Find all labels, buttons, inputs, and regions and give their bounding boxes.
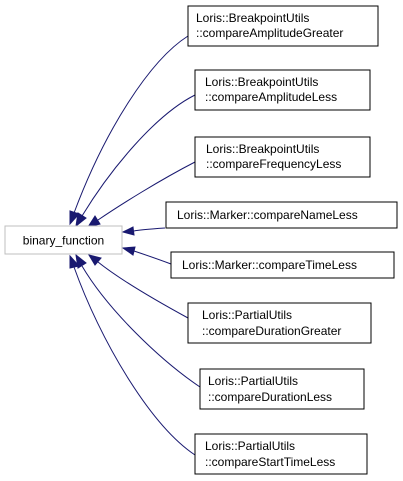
- node-label-line2: ::compareAmplitudeGreater: [196, 26, 343, 40]
- root-node[interactable]: binary_function: [4, 225, 123, 255]
- node-label-line2: ::compareStartTimeLess: [205, 455, 335, 469]
- node-compare-duration-greater[interactable]: Loris::PartialUtils ::compareDurationGre…: [187, 302, 372, 344]
- arrowhead-compare-start-time-less: [69, 254, 80, 269]
- arrowhead-compare-amplitude-less: [75, 212, 87, 228]
- node-label-line2: ::compareFrequencyLess: [206, 157, 341, 171]
- edge-compare-time-less: [133, 250, 172, 265]
- node-label: Loris::Marker::compareNameLess: [177, 208, 358, 222]
- edge-compare-frequency-less: [97, 161, 196, 221]
- node-compare-frequency-less[interactable]: Loris::BreakpointUtils ::compareFrequenc…: [194, 136, 371, 178]
- arrowhead-compare-frequency-less: [86, 215, 101, 228]
- node-compare-duration-less[interactable]: Loris::PartialUtils ::compareDurationLes…: [199, 368, 365, 410]
- node-label: Loris::Marker::compareTimeLess: [182, 258, 357, 272]
- node-compare-amplitude-less[interactable]: Loris::BreakpointUtils ::compareAmplitud…: [194, 69, 371, 111]
- node-label-line2: ::compareAmplitudeLess: [205, 90, 337, 104]
- node-label-line1: Loris::PartialUtils: [208, 374, 298, 388]
- node-label-line1: Loris::BreakpointUtils: [205, 75, 318, 89]
- edge-compare-amplitude-greater: [73, 35, 189, 214]
- edge-compare-duration-greater: [97, 261, 189, 319]
- edges: [69, 35, 201, 456]
- node-compare-name-less[interactable]: Loris::Marker::compareNameLess: [165, 201, 398, 229]
- edge-compare-start-time-less: [73, 266, 196, 456]
- edge-compare-amplitude-less: [81, 94, 196, 217]
- arrowhead-compare-amplitude-greater: [69, 210, 80, 226]
- node-compare-amplitude-greater[interactable]: Loris::BreakpointUtils ::compareAmplitud…: [187, 5, 379, 47]
- arrowhead-compare-name-less: [121, 226, 135, 236]
- node-label-line1: Loris::PartialUtils: [202, 308, 292, 322]
- node-compare-time-less[interactable]: Loris::Marker::compareTimeLess: [170, 251, 395, 279]
- node-label-line1: Loris::BreakpointUtils: [196, 11, 309, 25]
- arrowhead-compare-time-less: [121, 246, 136, 256]
- node-label-line2: ::compareDurationGreater: [202, 324, 341, 338]
- root-node-label: binary_function: [23, 234, 104, 248]
- node-label-line1: Loris::BreakpointUtils: [206, 142, 319, 156]
- node-label-line1: Loris::PartialUtils: [205, 439, 295, 453]
- edge-compare-duration-less: [81, 265, 201, 388]
- node-label-line2: ::compareDurationLess: [208, 390, 332, 404]
- arrowhead-compare-duration-greater: [87, 254, 102, 266]
- node-compare-start-time-less[interactable]: Loris::PartialUtils ::compareStartTimeLe…: [194, 433, 368, 475]
- edge-compare-name-less: [133, 227, 166, 232]
